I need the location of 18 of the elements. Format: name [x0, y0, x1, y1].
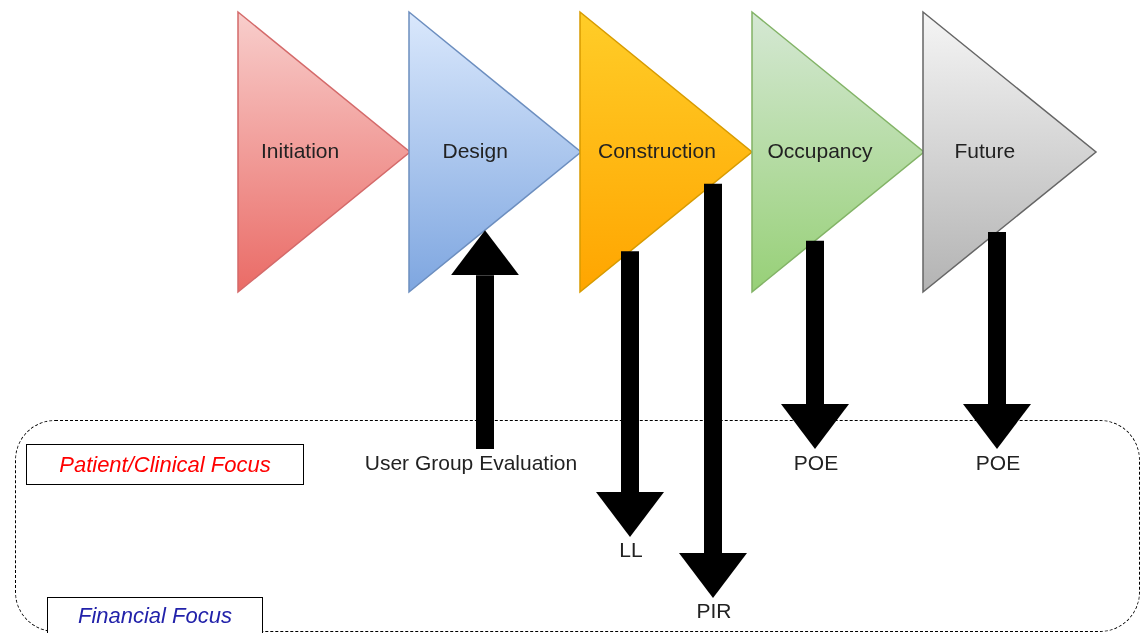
review-label: User Group Evaluation: [339, 450, 603, 475]
phase-label: Occupancy: [767, 139, 873, 163]
phase-label: Future: [954, 139, 1016, 163]
review-label: POE: [970, 450, 1026, 475]
review-label: POE: [788, 450, 844, 475]
block-arrow: [679, 183, 747, 598]
focus-label: Patient/Clinical Focus: [26, 444, 304, 485]
review-label: PIR: [693, 599, 735, 623]
dashed-group-frame: [15, 420, 1140, 632]
block-arrow: [451, 230, 519, 449]
block-arrow: [781, 240, 849, 449]
block-arrow: [963, 232, 1031, 449]
phase-label: Construction: [598, 139, 716, 163]
phase-label: Design: [442, 139, 508, 163]
phase-label: Initiation: [261, 139, 340, 163]
block-arrow: [596, 251, 664, 537]
review-label: LL: [613, 538, 649, 562]
focus-label: Financial Focus: [47, 597, 263, 633]
